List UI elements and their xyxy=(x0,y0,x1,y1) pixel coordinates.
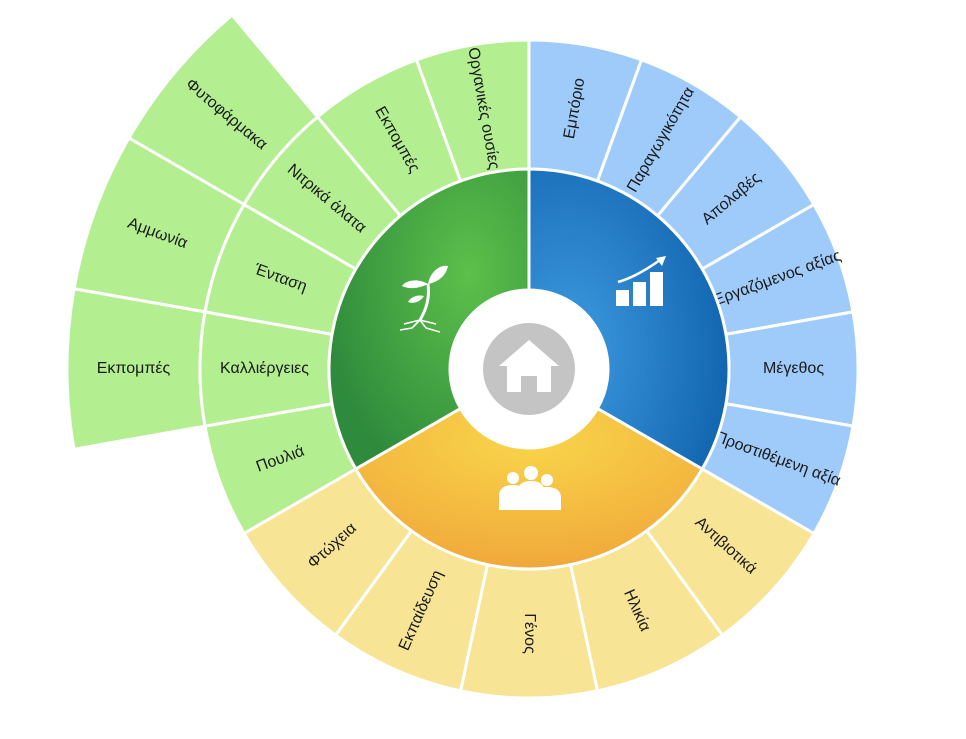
center-hub[interactable] xyxy=(450,290,608,448)
indicator-εκπομπες[interactable]: Εκπομπές xyxy=(315,57,463,218)
indicator-οργανικες-ουσιες[interactable]: Οργανικές ουσίες xyxy=(414,38,531,183)
indicator-καλλιεργειες-label: Καλλιέργειες xyxy=(220,360,309,377)
growth-chart-icon xyxy=(616,256,666,306)
people-icon xyxy=(499,466,561,510)
indicator-εργαζομενος-αξιας[interactable]: Εργαζόμενος αξίας xyxy=(700,202,855,337)
plant-icon xyxy=(399,265,448,333)
home-icon xyxy=(499,340,559,392)
indicator-μεγεθος-label: Μέγεθος xyxy=(763,360,824,377)
indicator-φτωχεια[interactable]: Φτώχεια xyxy=(242,466,414,638)
outer-εκπομπες-label: Εκπομπές xyxy=(97,360,171,377)
indicator-γενος-label: Γένος xyxy=(521,613,538,654)
indicator-απολαβες[interactable]: Απολαβές xyxy=(655,114,816,272)
indicator-προστιθεμενη-αξια[interactable]: Προστιθέμενη αξία xyxy=(700,401,855,536)
indicator-γενος[interactable]: Γένος xyxy=(458,562,600,700)
outer-αμμωνια[interactable]: Αμμωνία xyxy=(72,135,247,314)
indicator-παραγωγικοτητα[interactable]: Παραγωγικότητα xyxy=(595,57,743,218)
outer-εκπομπες[interactable]: Εκπομπές xyxy=(65,287,207,451)
